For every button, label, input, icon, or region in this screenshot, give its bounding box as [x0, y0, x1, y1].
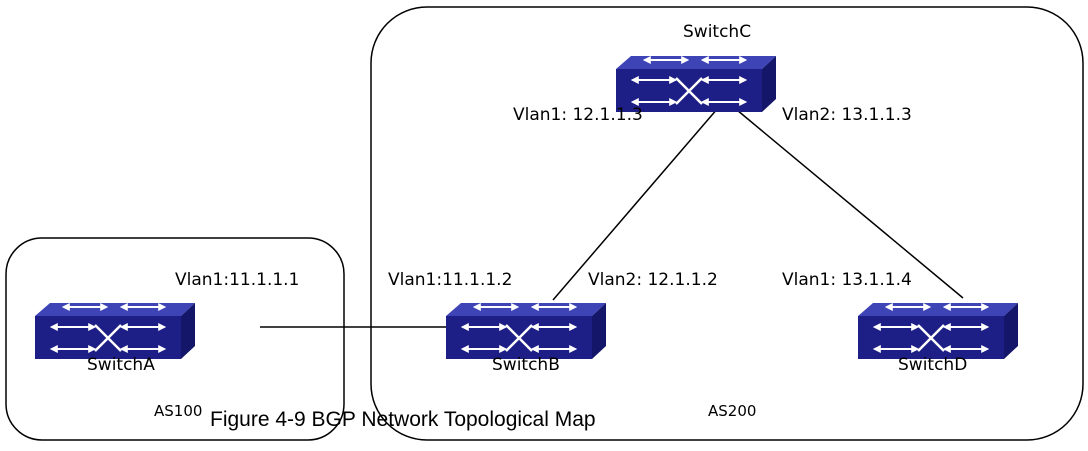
switch-a-name: SwitchA: [87, 355, 155, 375]
figure-caption: Figure 4-9 BGP Network Topological Map: [210, 408, 596, 431]
as200-boundary: [370, 6, 1084, 441]
as100-label: AS100: [154, 402, 202, 420]
switch-b-icon: [446, 303, 606, 359]
switch-d-name: SwitchD: [898, 355, 967, 375]
switch-c-name: SwitchC: [683, 22, 751, 42]
as100-boundary: [5, 237, 345, 441]
switch-c-icon: [616, 56, 776, 112]
switch-c-vlan2-label: Vlan2: 13.1.1.3: [782, 105, 912, 125]
switch-a-icon: [35, 303, 195, 359]
switch-a-vlan1-label: Vlan1:11.1.1.1: [175, 270, 299, 290]
link-switchb-switchc: [552, 107, 719, 301]
link-switchc-switchd: [736, 109, 964, 299]
switch-b-vlan2-label: Vlan2: 12.1.1.2: [588, 270, 718, 290]
switch-b-name: SwitchB: [492, 355, 560, 375]
as200-label: AS200: [708, 402, 756, 420]
switch-d-vlan1-label: Vlan1: 13.1.1.4: [782, 270, 912, 290]
switch-c-vlan1-label: Vlan1: 12.1.1.3: [513, 105, 643, 125]
switch-d-icon: [858, 303, 1018, 359]
switch-b-vlan1-label: Vlan1:11.1.1.2: [388, 270, 512, 290]
